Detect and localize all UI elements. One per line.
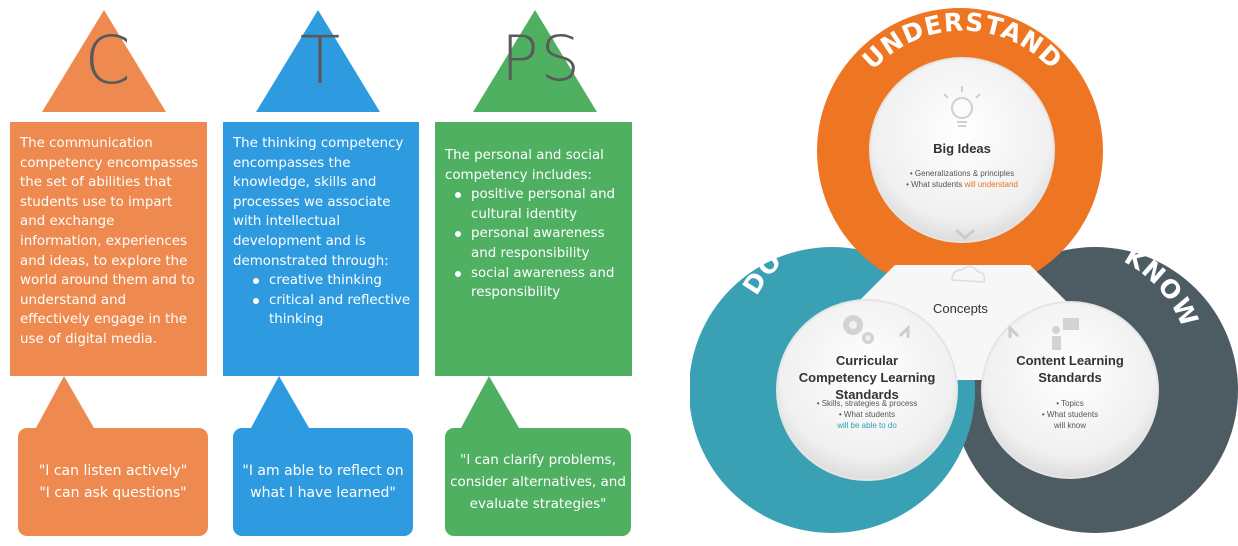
lightbulb-icon bbox=[943, 86, 981, 127]
bullet-item: personal awareness and responsibility bbox=[455, 224, 624, 263]
presenter-icon bbox=[1052, 318, 1079, 350]
concepts-label: Concepts bbox=[933, 301, 988, 316]
quote-bubble-c: "I can listen actively" "I can ask quest… bbox=[18, 428, 208, 536]
cloud-icon bbox=[951, 265, 986, 283]
competency-letter-t: T bbox=[299, 22, 343, 99]
content-line-3: will know bbox=[1053, 421, 1086, 430]
corner-bracket-left-icon bbox=[898, 324, 910, 338]
gear-icon bbox=[843, 315, 874, 344]
big-ideas-line-2-prefix: • What students bbox=[906, 180, 965, 189]
big-ideas-line-2-highlight: will understand bbox=[964, 180, 1018, 189]
big-ideas-text: • Generalizations & principles • What st… bbox=[887, 168, 1037, 190]
disc-big-ideas bbox=[869, 57, 1055, 243]
competency-column-c: C The communication competency encompass… bbox=[10, 0, 208, 546]
competency-letter-c: C bbox=[84, 22, 133, 99]
big-ideas-title: Big Ideas bbox=[933, 141, 991, 156]
triangle-c bbox=[42, 10, 166, 112]
curricular-line-1: • Skills, strategies & process bbox=[816, 399, 918, 408]
competency-column-ps: PS The personal and social competency in… bbox=[435, 0, 632, 546]
disc-content bbox=[981, 301, 1159, 479]
bullet-list-ps: positive personal and cultural identity … bbox=[445, 185, 624, 303]
bullet-item: positive personal and cultural identity bbox=[455, 185, 624, 224]
description-text-c: The communication competency encompasses… bbox=[20, 136, 199, 347]
bullet-item: creative thinking bbox=[253, 271, 415, 291]
speech-tail-c bbox=[36, 376, 94, 428]
triangle-t bbox=[256, 10, 380, 112]
big-ideas-line-1: • Generalizations & principles bbox=[909, 169, 1015, 178]
bullet-item: critical and reflective thinking bbox=[253, 291, 415, 330]
bullet-item: social awareness and responsibility bbox=[455, 264, 624, 303]
curricular-title: Curricular Competency Learning Standards bbox=[798, 353, 936, 402]
content-line-2: • What students bbox=[1041, 410, 1099, 419]
chevron-down-icon bbox=[955, 228, 975, 241]
corner-bracket-right-icon bbox=[1008, 324, 1020, 338]
competency-letter-ps: PS bbox=[501, 22, 582, 95]
content-line-1: • Topics bbox=[1056, 399, 1084, 408]
competency-description-t: The thinking competency encompasses the … bbox=[223, 122, 419, 376]
speech-tail-ps bbox=[461, 376, 519, 428]
speech-tail-t bbox=[251, 376, 309, 428]
competency-panel: C The communication competency encompass… bbox=[10, 0, 632, 546]
curricular-line-3: will be able to do bbox=[837, 421, 897, 430]
bullet-list-t: creative thinking critical and reflectiv… bbox=[233, 271, 415, 330]
content-text: • Topics • What students will know bbox=[1020, 398, 1120, 431]
ring-diagram-svg: UNDERSTAND DO KNOW bbox=[690, 7, 1238, 533]
competency-column-t: T The thinking competency encompasses th… bbox=[223, 0, 419, 546]
disc-curricular bbox=[776, 299, 958, 481]
description-text-ps: The personal and social competency inclu… bbox=[445, 148, 604, 183]
competency-description-c: The communication competency encompasses… bbox=[10, 122, 207, 376]
description-text-t: The thinking competency encompasses the … bbox=[233, 136, 404, 269]
curricular-text: • Skills, strategies & process • What st… bbox=[802, 398, 932, 431]
curricular-line-2: • What students bbox=[838, 410, 896, 419]
triangle-ps bbox=[473, 10, 597, 112]
quote-bubble-ps: "I can clarify problems, consider altern… bbox=[445, 428, 631, 536]
competency-description-ps: The personal and social competency inclu… bbox=[435, 122, 632, 376]
content-title: Content Learning Standards bbox=[1016, 353, 1124, 385]
quote-bubble-t: "I am able to reflect on what I have lea… bbox=[233, 428, 413, 536]
curriculum-model-diagram: UNDERSTAND DO KNOW Big Ideas • Generaliz… bbox=[690, 0, 1238, 546]
big-ideas-line-2: • What students will understand bbox=[887, 179, 1037, 190]
